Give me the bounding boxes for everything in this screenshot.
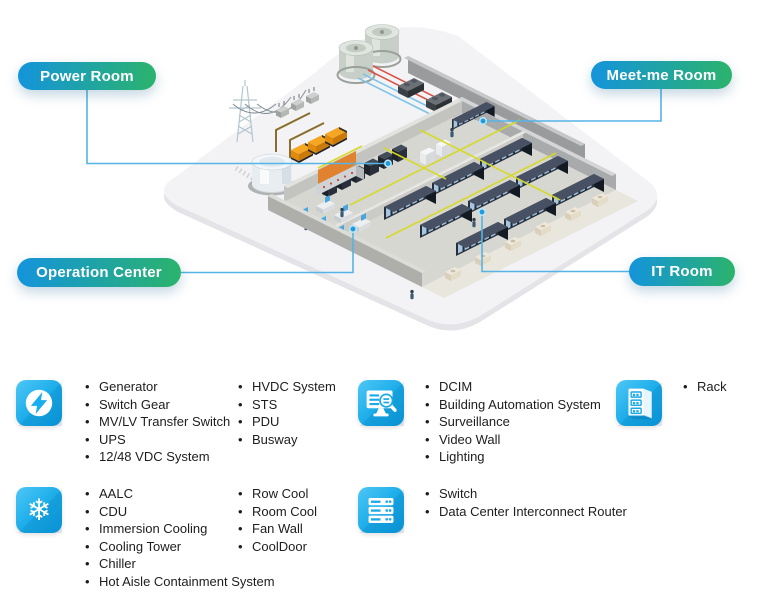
- svg-text:❄: ❄: [27, 493, 52, 528]
- servers-icon: [359, 488, 404, 533]
- it-room-label[interactable]: IT Room: [629, 257, 735, 286]
- cooling-legend-list-1: AALCCDUImmersion CoolingCooling TowerChi…: [84, 485, 275, 591]
- legend-item: Surveillance: [424, 413, 601, 431]
- operation-center-label[interactable]: Operation Center: [17, 258, 181, 287]
- cooling-legend-list-2: Row CoolRoom CoolFan WallCoolDoor: [237, 485, 317, 555]
- power-legend-list-2: HVDC SystemSTSPDUBusway: [237, 378, 336, 448]
- legend-item: Fan Wall: [237, 520, 317, 538]
- monitor-search-icon: [359, 381, 404, 426]
- power-room-label[interactable]: Power Room: [18, 62, 156, 90]
- legend-item: Generator: [84, 378, 230, 396]
- legend-item: Lighting: [424, 448, 601, 466]
- legend-item: CoolDoor: [237, 538, 317, 556]
- legend-item: Busway: [237, 431, 336, 449]
- power-legend-tile: [16, 380, 62, 426]
- legend-item: Switch Gear: [84, 396, 230, 414]
- rack-icon: [617, 381, 662, 426]
- management-legend-tile: [358, 380, 404, 426]
- snowflake-icon: ❄: [17, 488, 62, 533]
- power-legend-list-1: GeneratorSwitch GearMV/LV Transfer Switc…: [84, 378, 230, 466]
- legend-item: HVDC System: [237, 378, 336, 396]
- operation-center: [294, 165, 371, 244]
- legend-item: UPS: [84, 431, 230, 449]
- datacenter-illustration: [163, 23, 658, 331]
- legend-item: Cooling Tower: [84, 538, 275, 556]
- legend-item: MV/LV Transfer Switch: [84, 413, 230, 431]
- legend-item: 12/48 VDC System: [84, 448, 230, 466]
- rack-legend-tile: [616, 380, 662, 426]
- legend-item: Building Automation System: [424, 396, 601, 414]
- legend-item: Immersion Cooling: [84, 520, 275, 538]
- cooling-legend-tile: ❄: [16, 487, 62, 533]
- management-legend-list: DCIMBuilding Automation SystemSurveillan…: [424, 378, 601, 466]
- meetme-room-label[interactable]: Meet-me Room: [591, 61, 732, 89]
- legend-item: Switch: [424, 485, 627, 503]
- rack-legend-list: Rack: [682, 378, 727, 396]
- legend-item: Chiller: [84, 555, 275, 573]
- legend-item: Hot Aisle Containment System: [84, 573, 275, 591]
- legend-item: Room Cool: [237, 503, 317, 521]
- legend-item: STS: [237, 396, 336, 414]
- network-legend-tile: [358, 487, 404, 533]
- network-legend-list: SwitchData Center Interconnect Router: [424, 485, 627, 520]
- lightning-icon: [17, 381, 62, 426]
- legend-item: CDU: [84, 503, 275, 521]
- legend-item: AALC: [84, 485, 275, 503]
- legend-item: DCIM: [424, 378, 601, 396]
- legend-item: Row Cool: [237, 485, 317, 503]
- legend-item: PDU: [237, 413, 336, 431]
- legend-item: Video Wall: [424, 431, 601, 449]
- legend-item: Data Center Interconnect Router: [424, 503, 627, 521]
- legend-item: Rack: [682, 378, 727, 396]
